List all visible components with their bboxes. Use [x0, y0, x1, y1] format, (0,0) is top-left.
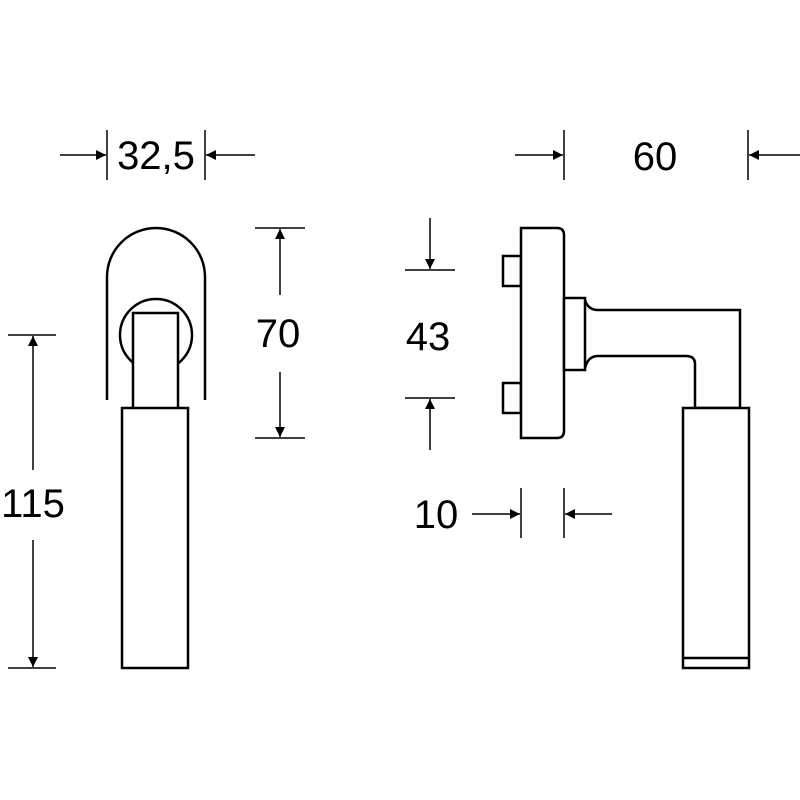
dim-height-rosette: 70: [255, 227, 305, 439]
dim-label-32-5: 32,5: [117, 134, 195, 178]
dim-width-front: 32,5: [60, 130, 255, 180]
front-view: [105, 226, 207, 670]
handle-shaft: [131, 311, 180, 411]
side-view: [501, 226, 751, 670]
dim-projection: 60: [515, 130, 800, 180]
dim-label-43: 43: [406, 315, 451, 359]
dim-rosette-thickness: 10: [414, 488, 612, 538]
stud-top: [501, 254, 523, 288]
dim-label-115: 115: [1, 482, 65, 526]
dim-label-10: 10: [414, 493, 459, 537]
rosette-oval: [105, 226, 207, 400]
handle-grip: [120, 406, 190, 670]
stud-bottom: [501, 381, 523, 415]
handle-arm: [583, 299, 742, 410]
handle-grip-side: [681, 406, 751, 670]
dim-spindle-spacing: 43: [405, 218, 455, 450]
collar: [562, 296, 587, 372]
dim-label-60: 60: [633, 135, 678, 179]
rosette-plate: [519, 226, 566, 440]
dim-total-length: 115: [1, 334, 65, 669]
dim-label-70: 70: [256, 312, 301, 356]
